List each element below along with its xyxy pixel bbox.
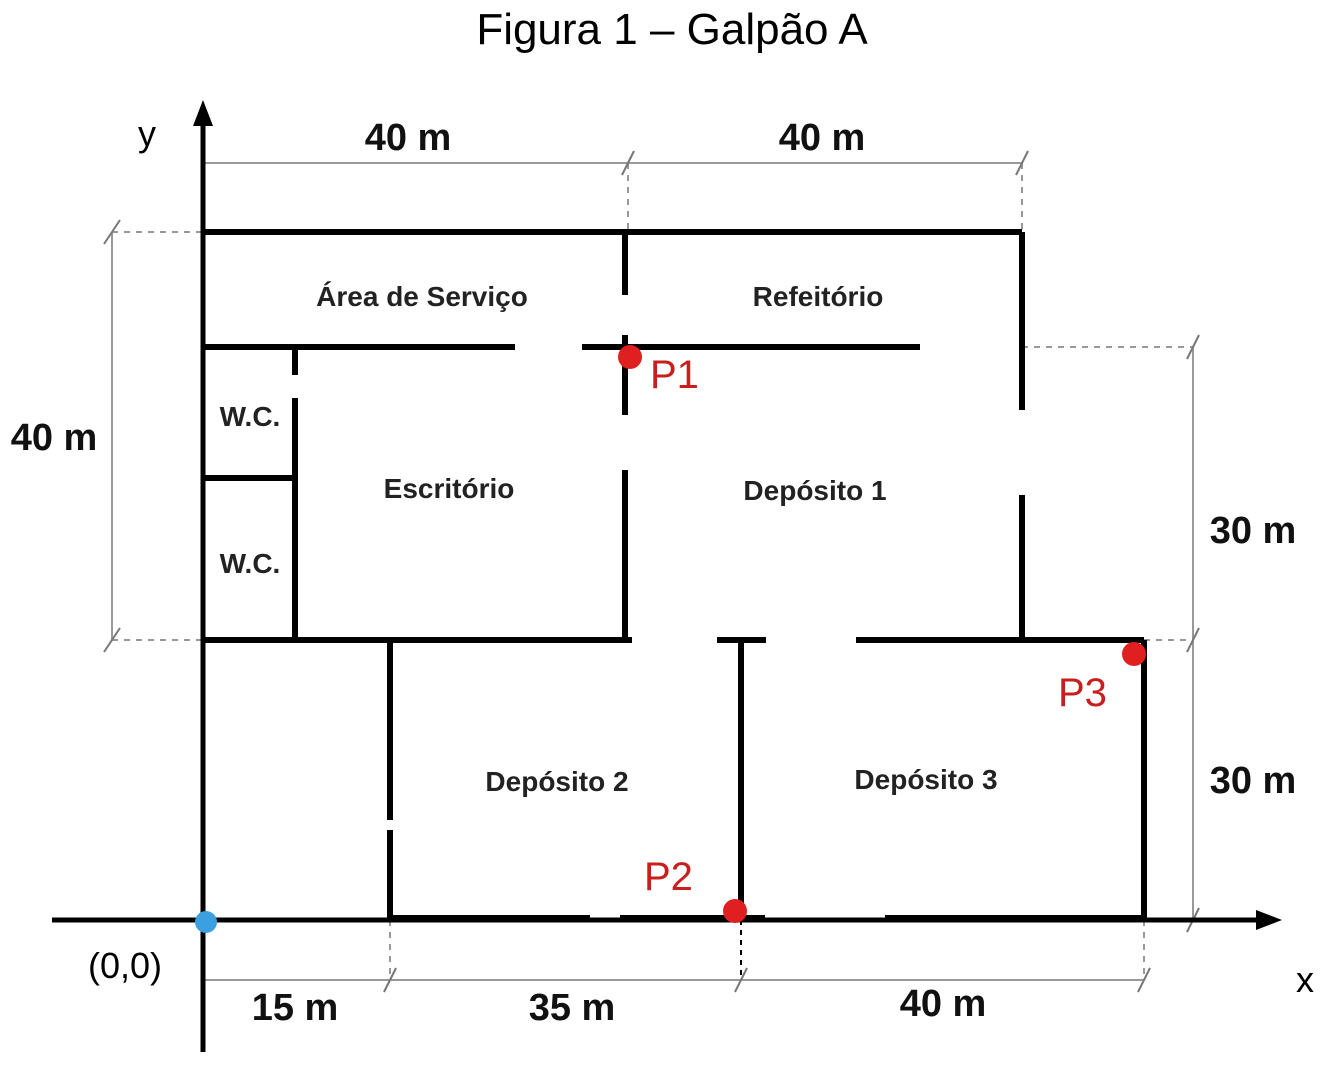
room-escritorio: Escritório xyxy=(384,473,515,504)
origin-point xyxy=(195,911,217,933)
room-wc-bottom: W.C. xyxy=(220,548,281,579)
dim-tick xyxy=(103,219,121,245)
dim-tick xyxy=(103,627,121,653)
room-wc-top: W.C. xyxy=(220,401,281,432)
dim-right-upper: 30 m xyxy=(1210,510,1297,552)
x-axis-arrow-icon xyxy=(1256,910,1282,930)
dim-tick xyxy=(734,967,748,993)
dim-top-right: 40 m xyxy=(779,117,866,159)
point-p2-label: P2 xyxy=(644,855,693,899)
point-p3-label: P3 xyxy=(1058,671,1107,715)
dim-bottom-2: 35 m xyxy=(529,987,616,1029)
dim-top-left: 40 m xyxy=(365,117,452,159)
room-deposito-1: Depósito 1 xyxy=(743,475,886,506)
point-p3-marker xyxy=(1122,642,1146,666)
dim-right-lower: 30 m xyxy=(1210,760,1297,802)
dim-tick xyxy=(1186,334,1200,360)
room-deposito-3: Depósito 3 xyxy=(854,764,997,795)
figure-title: Figura 1 – Galpão A xyxy=(476,5,868,54)
room-deposito-2: Depósito 2 xyxy=(485,766,628,797)
room-refeitorio: Refeitório xyxy=(753,281,884,312)
room-area-servico: Área de Serviço xyxy=(316,281,528,312)
x-axis-label: x xyxy=(1296,959,1314,1000)
walls xyxy=(205,229,1147,921)
point-p2-marker xyxy=(723,899,747,923)
dim-tick xyxy=(1015,150,1029,176)
y-axis-label: y xyxy=(138,113,156,154)
point-p1-marker xyxy=(618,345,642,369)
dim-bottom-1: 15 m xyxy=(252,987,339,1029)
dim-left-height: 40 m xyxy=(11,417,98,459)
origin-label: (0,0) xyxy=(88,945,162,986)
y-axis-arrow-icon xyxy=(193,100,213,126)
dim-tick xyxy=(621,150,635,176)
dim-tick xyxy=(1137,967,1151,993)
point-p1-label: P1 xyxy=(650,353,699,397)
dim-tick xyxy=(1186,627,1200,653)
dim-tick xyxy=(383,967,397,993)
dim-bottom-3: 40 m xyxy=(900,983,987,1025)
